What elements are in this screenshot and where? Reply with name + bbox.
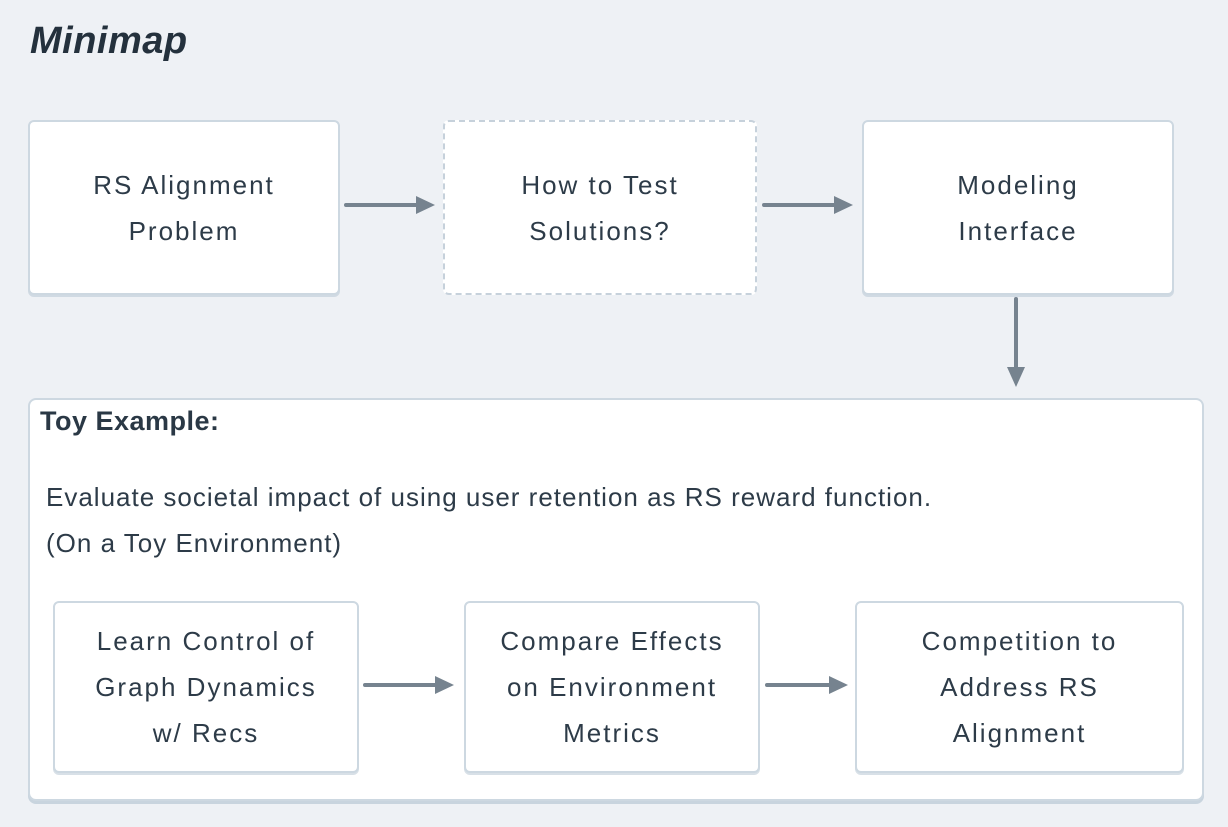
arrow-right-icon <box>761 194 855 216</box>
flow-node-how-to-test-solutions: How to Test Solutions? <box>443 120 757 295</box>
node-label-line: w/ Recs <box>152 718 260 748</box>
node-label-line: Learn Control of <box>96 626 316 656</box>
node-label-line: Metrics <box>563 718 661 748</box>
flow-node-rs-alignment-problem: RS Alignment Problem <box>28 120 340 295</box>
node-label-line: Competition to <box>921 626 1118 656</box>
toy-example-description-line: Evaluate societal impact of using user r… <box>46 482 933 512</box>
node-label-line: Compare Effects <box>500 626 724 656</box>
arrow-right-icon <box>362 674 456 696</box>
node-label-line: Solutions? <box>529 215 671 246</box>
toy-example-description-line: (On a Toy Environment) <box>46 528 343 558</box>
node-label-line: Graph Dynamics <box>95 672 317 702</box>
flow-node-learn-control: Learn Control of Graph Dynamics w/ Recs <box>53 601 359 773</box>
page-title: Minimap <box>30 20 188 62</box>
node-label-line: Address RS <box>940 672 1099 702</box>
node-label-line: Alignment <box>952 718 1087 748</box>
toy-example-heading: Toy Example: <box>40 406 220 436</box>
arrow-right-icon <box>764 674 850 696</box>
node-label-line: on Environment <box>506 672 718 702</box>
flow-node-competition: Competition to Address RS Alignment <box>855 601 1184 773</box>
node-label-line: Problem <box>128 215 240 246</box>
node-label-line: RS Alignment <box>93 169 275 200</box>
node-label-line: Interface <box>958 215 1078 246</box>
node-label-line: How to Test <box>521 169 679 200</box>
toy-example-panel: Toy Example: Evaluate societal impact of… <box>28 398 1204 801</box>
toy-example-description: Evaluate societal impact of using user r… <box>46 474 932 566</box>
flow-node-compare-effects: Compare Effects on Environment Metrics <box>464 601 760 773</box>
arrow-right-icon <box>343 194 437 216</box>
node-label-line: Modeling <box>957 169 1079 200</box>
arrow-down-icon <box>1005 296 1027 390</box>
flow-node-modeling-interface: Modeling Interface <box>862 120 1174 295</box>
